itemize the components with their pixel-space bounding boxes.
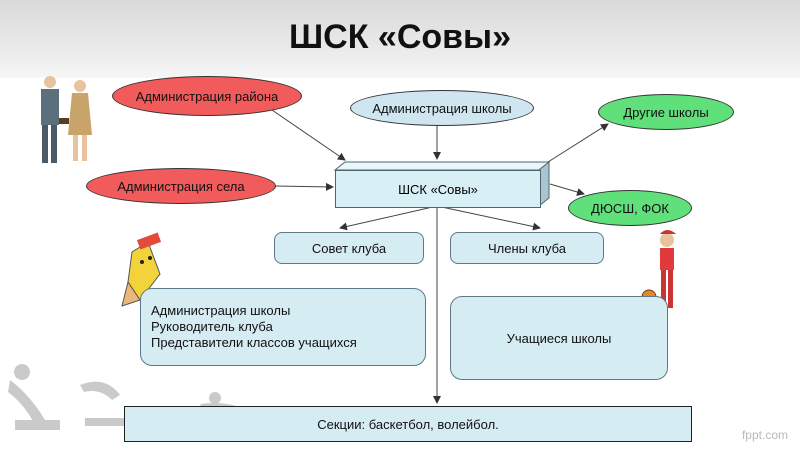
node-sekcii: Секции: баскетбол, волейбол.	[124, 406, 692, 442]
node-uchashchiesya: Учащиеся школы	[450, 296, 668, 380]
arrow-center-to-sovet	[339, 205, 438, 231]
connector-lines	[271, 109, 609, 404]
node-chleny-kluba: Члены клуба	[450, 232, 604, 264]
title-bar	[0, 0, 800, 78]
node-admin-shkoly: Администрация школы	[350, 90, 534, 126]
list-item: Представители классов учащихся	[151, 335, 357, 350]
list-item: Руководитель клуба	[151, 319, 273, 334]
node-admin-sela: Администрация села	[86, 168, 276, 204]
businessmen-figure	[41, 76, 92, 163]
watermark-text: fppt.com	[741, 428, 788, 442]
pencil-figure	[121, 232, 162, 307]
arrow-center-to-drugie	[547, 123, 609, 163]
node-drugie-shkoly: Другие школы	[598, 94, 734, 130]
center-box-top-face	[333, 161, 551, 171]
page-title: ШСК «Совы»	[289, 18, 511, 56]
arrow-center-to-chleny	[436, 205, 541, 231]
node-sovet-kluba: Совет клуба	[274, 232, 424, 264]
list-item: Администрация школы	[151, 303, 291, 318]
arrow-rayon-to-center	[271, 109, 346, 161]
arrow-center-to-dyussh	[549, 183, 585, 196]
node-dyussh-fok: ДЮСШ, ФОК	[568, 190, 692, 226]
node-admin-rayona: Администрация района	[112, 76, 302, 116]
arrow-selo-to-center	[274, 182, 334, 191]
sovet-members-list: Администрация школы Руководитель клуба П…	[140, 288, 426, 366]
node-center-shsk: ШСК «Совы»	[335, 170, 541, 208]
